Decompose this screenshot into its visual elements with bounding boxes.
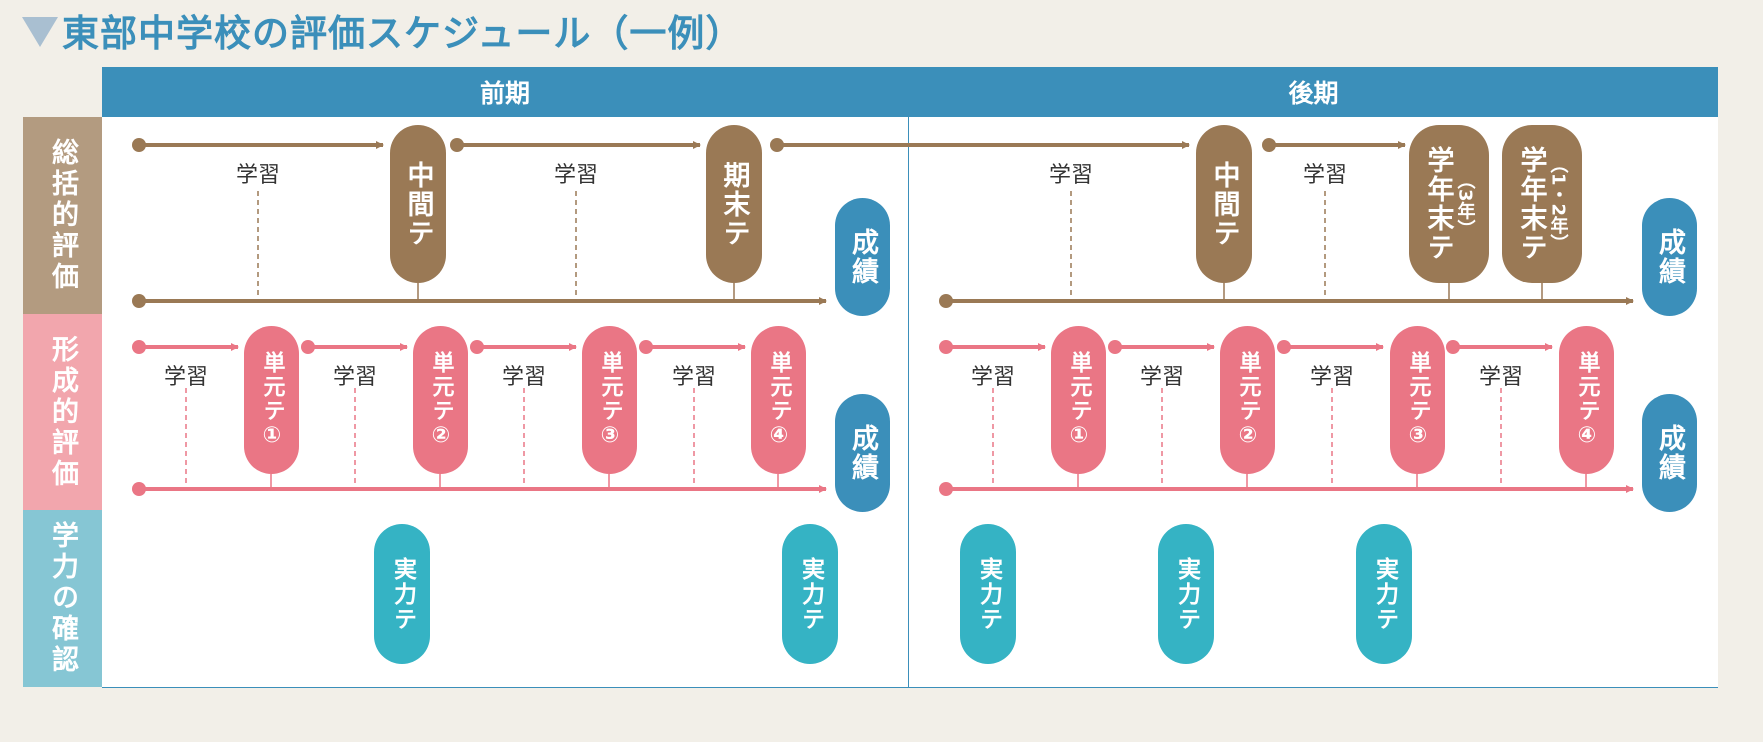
study-label: 学習	[235, 163, 281, 188]
unit-test-2-text: 単元テ②	[1235, 350, 1261, 450]
final-test-pill: 期末テ	[706, 125, 762, 283]
grades-pill: 成績	[835, 198, 890, 316]
unit-test-3-pill: 単元テ③	[582, 326, 637, 474]
unit-test-4-pill: 単元テ④	[1559, 326, 1614, 474]
grades-text: 成績	[1654, 228, 1685, 286]
unit-test-2-pill: 単元テ②	[413, 326, 468, 474]
unit-test-1-pill: 単元テ①	[1051, 326, 1106, 474]
year-end-test-text: 学年末テ	[1422, 146, 1454, 262]
unit-test-2-text: 単元テ②	[428, 350, 454, 450]
unit-test-3-pill: 単元テ③	[1390, 326, 1445, 474]
ability-test-pill: 実力テ	[374, 524, 430, 664]
study-label: 学習	[163, 365, 209, 390]
grades-text: 成績	[847, 424, 878, 482]
midterm-test-text: 中間テ	[402, 160, 434, 248]
row-label-ability: 学力の確認	[23, 510, 102, 687]
ability-test-text: 実力テ	[797, 556, 824, 632]
study-label: 学習	[1139, 365, 1185, 390]
row-label-ability-text: 学力の確認	[47, 521, 78, 676]
unit-test-4-pill: 単元テ④	[751, 326, 806, 474]
grades-pill: 成績	[1642, 394, 1697, 512]
unit-test-1-pill: 単元テ①	[244, 326, 299, 474]
ability-test-text: 実力テ	[389, 556, 416, 632]
period-first-header: 前期	[102, 67, 908, 117]
study-label: 学習	[970, 365, 1016, 390]
ability-test-text: 実力テ	[975, 556, 1002, 632]
period-second-header: 後期	[909, 67, 1718, 117]
midterm-test-text: 中間テ	[1208, 160, 1240, 248]
study-label: 学習	[332, 365, 378, 390]
midterm-test-pill: 中間テ	[1196, 125, 1252, 283]
unit-test-3-text: 単元テ③	[1405, 350, 1431, 450]
row-label-summative: 総括的評価	[23, 117, 102, 314]
grades-text: 成績	[1654, 424, 1685, 482]
study-label: 学習	[671, 365, 717, 390]
ability-test-text: 実力テ	[1173, 556, 1200, 632]
year-end-test-12-pill: 学年末テ（1・2年）	[1502, 125, 1582, 283]
study-label: 学習	[1478, 365, 1524, 390]
unit-test-1-text: 単元テ①	[259, 350, 285, 450]
triangle-icon	[22, 17, 58, 47]
grades-pill: 成績	[835, 394, 890, 512]
year-end-note-3: （3年）	[1454, 170, 1476, 238]
study-label: 学習	[553, 163, 599, 188]
midterm-test-pill: 中間テ	[390, 125, 446, 283]
ability-test-pill: 実力テ	[960, 524, 1016, 664]
study-label: 学習	[1309, 365, 1355, 390]
ability-test-pill: 実力テ	[1158, 524, 1214, 664]
title-text: 東部中学校の評価スケジュール（一例）	[62, 12, 744, 55]
unit-test-4-text: 単元テ④	[1574, 350, 1600, 450]
unit-test-1-text: 単元テ①	[1066, 350, 1092, 450]
study-label: 学習	[1048, 163, 1094, 188]
unit-test-3-text: 単元テ③	[597, 350, 623, 450]
year-end-test-3-pill: 学年末テ（3年）	[1409, 125, 1489, 283]
unit-test-2-pill: 単元テ②	[1220, 326, 1275, 474]
final-test-text: 期末テ	[718, 160, 750, 248]
period-divider	[908, 67, 909, 687]
ability-test-pill: 実力テ	[1356, 524, 1412, 664]
unit-test-4-text: 単元テ④	[766, 350, 792, 450]
study-label: 学習	[1302, 163, 1348, 188]
ability-test-pill: 実力テ	[782, 524, 838, 664]
year-end-note-12: （1・2年）	[1547, 155, 1569, 253]
grades-text: 成績	[847, 228, 878, 286]
grades-pill: 成績	[1642, 198, 1697, 316]
study-label: 学習	[501, 365, 547, 390]
ability-test-text: 実力テ	[1371, 556, 1398, 632]
row-label-formative-text: 形成的評価	[47, 334, 78, 490]
year-end-test-text: 学年末テ	[1515, 146, 1547, 262]
row-label-formative: 形成的評価	[23, 314, 102, 510]
row-label-summative-text: 総括的評価	[47, 138, 78, 293]
page-title: 東部中学校の評価スケジュール（一例）	[22, 4, 743, 56]
